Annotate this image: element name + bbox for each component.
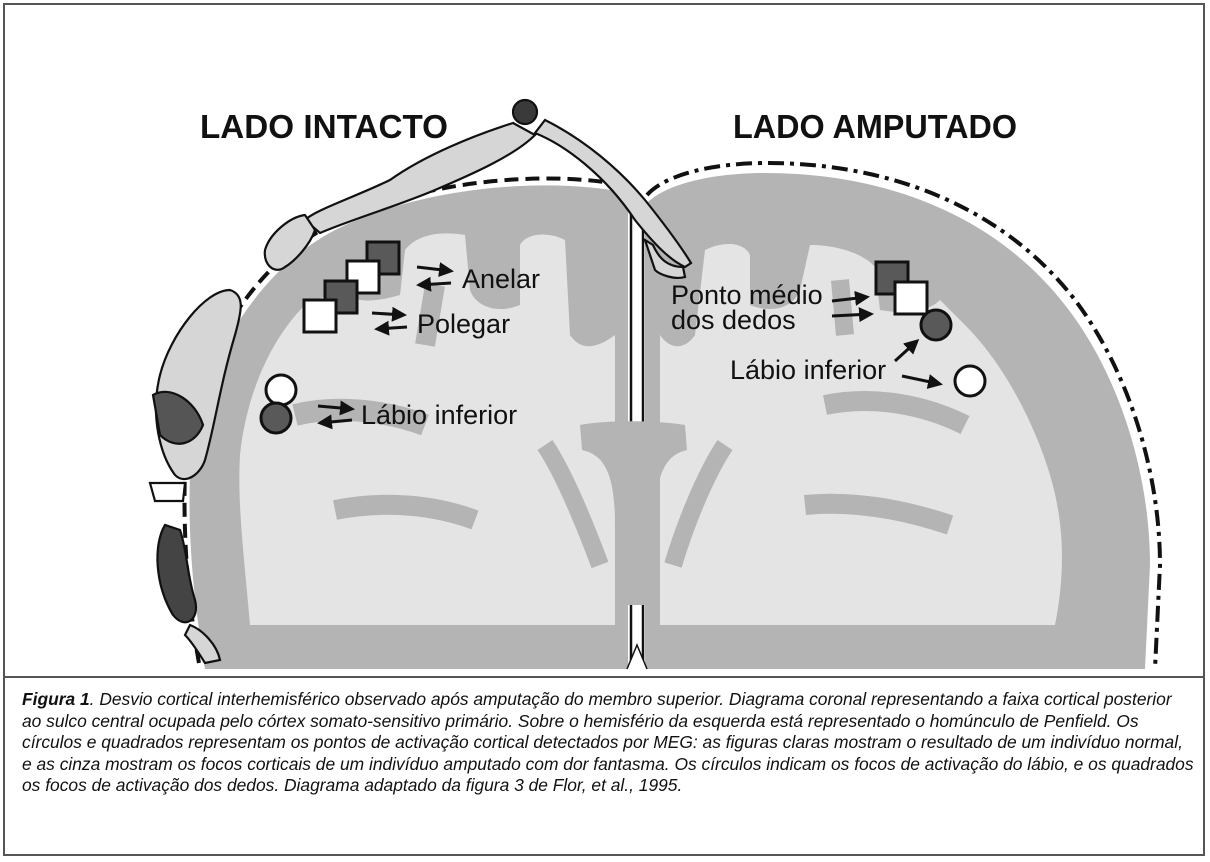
label-anelar: Anelar (462, 264, 540, 294)
cortex-diagram: LADO INTACTO LADO AMPUTADO Anelar Polega… (5, 5, 1203, 676)
lip-marker-normal (266, 375, 296, 405)
right-hemisphere (643, 163, 1160, 669)
homunculus-head-icon (513, 100, 537, 124)
finger-marker-normal (895, 282, 927, 314)
homunculus-lower-face (157, 525, 196, 622)
homunculus-jaw (150, 483, 185, 501)
label-dos-dedos: dos dedos (671, 305, 796, 335)
figure-caption: Figura 1. Desvio cortical interhemisféri… (22, 689, 1194, 797)
caption-text: . Desvio cortical interhemisférico obser… (22, 689, 1194, 795)
label-polegar: Polegar (417, 309, 510, 339)
right-sulcus-3 (840, 280, 845, 335)
label-labio-right: Lábio inferior (730, 355, 886, 385)
label-labio-left: Lábio inferior (361, 400, 517, 430)
lip-marker-amputee (921, 310, 951, 340)
caption-divider (3, 676, 1205, 678)
caption-label: Figura 1 (22, 689, 90, 709)
lip-marker-normal (955, 366, 985, 396)
finger-marker-normal (304, 300, 336, 332)
lip-marker-amputee (261, 403, 291, 433)
side-left-title: LADO INTACTO (200, 108, 448, 145)
side-right-title: LADO AMPUTADO (733, 108, 1017, 145)
